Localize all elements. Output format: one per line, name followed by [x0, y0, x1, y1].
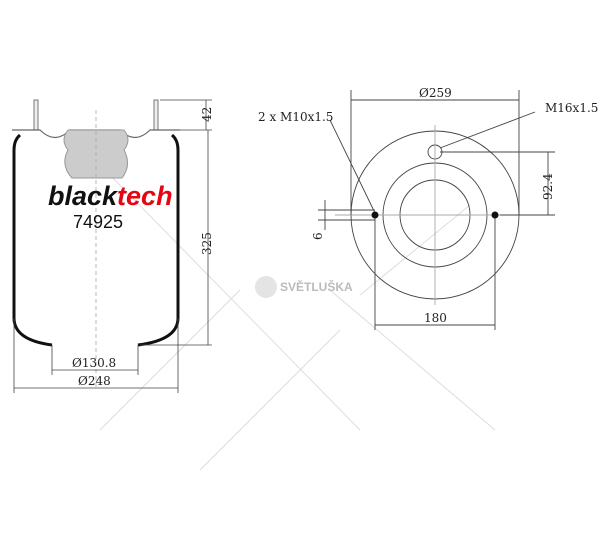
dim-92-4: 92.4	[541, 173, 555, 200]
dim-248: Ø248	[78, 374, 111, 388]
dim-6: 6	[311, 232, 325, 240]
side-view	[12, 99, 212, 393]
bolt-hole-left	[371, 211, 379, 219]
dim-325: 325	[200, 232, 214, 255]
dim-130-8: Ø130.8	[72, 356, 116, 370]
dim-42: 42	[200, 107, 214, 122]
dim-259: Ø259	[419, 86, 452, 100]
watermark-lines	[99, 169, 496, 471]
top-view	[318, 90, 555, 330]
watermark-logo: SVĚTLUŠKA	[255, 276, 353, 298]
dim-180: 180	[424, 311, 447, 325]
air-port-label: M16x1.5	[545, 101, 598, 115]
bolt-label: 2 x M10x1.5	[258, 110, 333, 124]
watermark-text: SVĚTLUŠKA	[280, 279, 353, 294]
brand-logo: blacktech	[48, 181, 173, 211]
bolt-hole-right	[491, 211, 499, 219]
model-number: 74925	[73, 212, 123, 232]
